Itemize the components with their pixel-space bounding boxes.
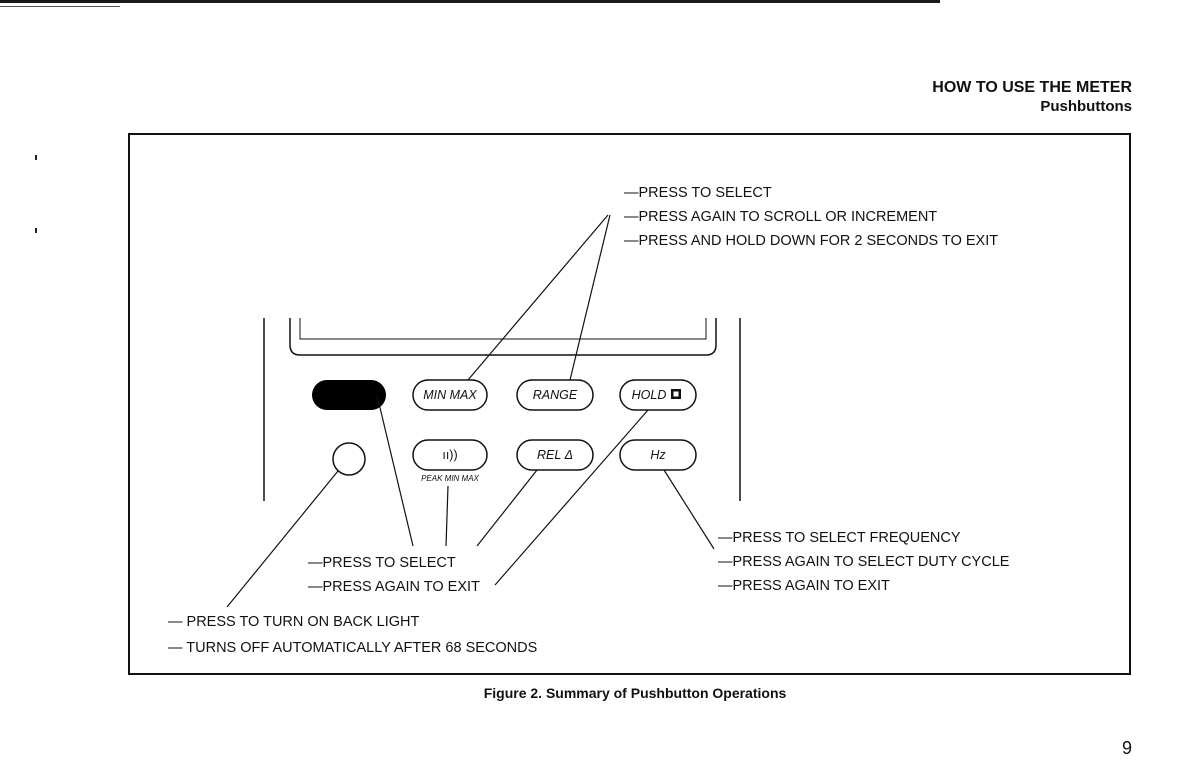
margin-mark [35,228,37,233]
rel-button[interactable]: REL Δ [516,439,594,471]
note-right-2: —PRESS AGAIN TO SELECT DUTY CYCLE [718,554,1010,570]
beeper-button[interactable]: ıı)) [412,439,488,471]
peak-min-max-label: PEAK MIN MAX [421,474,479,483]
backlight-knob[interactable] [332,442,366,476]
note-top-2: —PRESS AGAIN TO SCROLL OR INCREMENT [624,209,937,225]
rel-label: REL Δ [537,448,573,462]
hold-icon-inner [673,391,679,397]
top-rule [0,0,940,3]
note-bottom-1: — PRESS TO TURN ON BACK LIGHT [168,614,420,630]
margin-mark [35,155,37,160]
note-top-3: —PRESS AND HOLD DOWN FOR 2 SECONDS TO EX… [624,233,998,249]
display-inner [299,318,707,340]
range-label: RANGE [533,388,578,402]
note-middle-2: —PRESS AGAIN TO EXIT [308,579,480,595]
note-right-1: —PRESS TO SELECT FREQUENCY [718,530,961,546]
min-max-button[interactable]: MIN MAX [412,379,488,411]
min-max-label: MIN MAX [423,388,477,402]
note-top-1: —PRESS TO SELECT [624,185,772,201]
subsection-title: Pushbuttons [1040,98,1132,115]
hz-button[interactable]: Hz [619,439,697,471]
hold-label: HOLD [632,388,667,402]
section-title: HOW TO USE THE METER [932,79,1132,96]
note-bottom-2: — TURNS OFF AUTOMATICALLY AFTER 68 SECON… [168,640,537,656]
hz-label: Hz [650,448,666,462]
figure-caption: Figure 2. Summary of Pushbutton Operatio… [483,685,787,701]
hold-button[interactable]: HOLD [619,379,697,411]
page-number: 9 [1122,738,1133,758]
note-middle-1: —PRESS TO SELECT [308,555,456,571]
range-button[interactable]: RANGE [516,379,594,411]
note-right-3: —PRESS AGAIN TO EXIT [718,578,890,594]
beeper-label: ıı)) [442,448,457,462]
display-window [289,318,717,356]
pushbutton-diagram: MIN MAX RANGE HOLD ıı)) PEAK MIN MAX REL… [168,185,1010,656]
figure-box: MIN MAX RANGE HOLD ıı)) PEAK MIN MAX REL… [128,133,1131,675]
page-header: HOW TO USE THE METER Pushbuttons [932,78,1132,116]
backlight-button[interactable] [312,380,386,410]
leader-lines [226,214,715,608]
top-rule-thin [0,6,120,7]
